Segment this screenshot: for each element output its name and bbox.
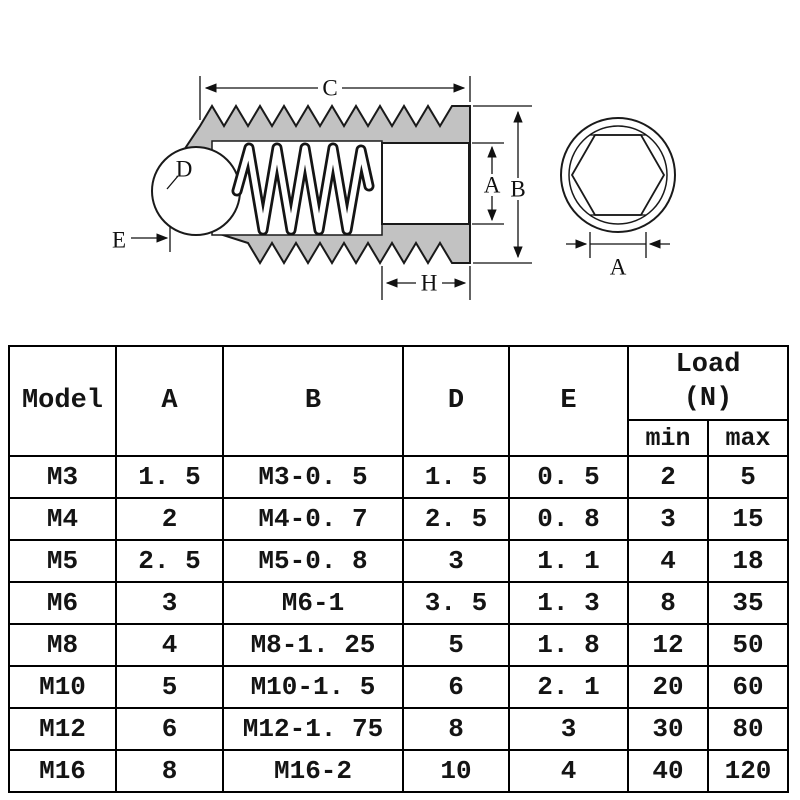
dimension-h: H	[381, 266, 471, 300]
plunger-ball	[151, 146, 241, 236]
cell-a: 2	[115, 497, 224, 541]
cell-b: M5-0. 8	[222, 539, 404, 583]
cell-e: 0. 5	[508, 455, 629, 499]
cell-load_max: 120	[707, 749, 789, 793]
cell-b: M3-0. 5	[222, 455, 404, 499]
cell-load_max: 80	[707, 707, 789, 751]
cell-load_min: 12	[627, 623, 709, 667]
cell-load_min: 3	[627, 497, 709, 541]
cell-b: M12-1. 75	[222, 707, 404, 751]
cell-model: M16	[8, 749, 117, 793]
cell-a: 8	[115, 749, 224, 793]
cell-d: 3. 5	[402, 581, 510, 625]
cell-e: 2. 1	[508, 665, 629, 709]
cell-model: M4	[8, 497, 117, 541]
cell-b: M10-1. 5	[222, 665, 404, 709]
cell-load_min: 2	[627, 455, 709, 499]
cell-model: M5	[8, 539, 117, 583]
cell-d: 3	[402, 539, 510, 583]
cell-e: 1. 3	[508, 581, 629, 625]
cell-e: 0. 8	[508, 497, 629, 541]
cell-load_max: 18	[707, 539, 789, 583]
cell-a: 6	[115, 707, 224, 751]
dimension-a-socket: A	[472, 142, 504, 225]
dim-label-a-end: A	[610, 255, 627, 280]
cell-load_max: 50	[707, 623, 789, 667]
col-header-max: max	[707, 419, 789, 457]
load-label-line1: Load	[675, 350, 741, 381]
cell-load_max: 35	[707, 581, 789, 625]
dim-label-a-socket: A	[484, 173, 501, 198]
dimension-a-end: A	[566, 232, 670, 280]
cell-load_min: 40	[627, 749, 709, 793]
cell-model: M3	[8, 455, 117, 499]
cell-d: 10	[402, 749, 510, 793]
cell-model: M8	[8, 623, 117, 667]
cell-d: 6	[402, 665, 510, 709]
hex-socket-hole	[381, 142, 470, 225]
cell-e: 1. 8	[508, 623, 629, 667]
cell-a: 2. 5	[115, 539, 224, 583]
cell-a: 3	[115, 581, 224, 625]
cell-b: M4-0. 7	[222, 497, 404, 541]
col-header-a: A	[115, 345, 224, 457]
cell-load_min: 4	[627, 539, 709, 583]
dim-label-e: E	[112, 228, 126, 253]
dim-label-b: B	[510, 177, 525, 202]
spring-coil-highlight	[234, 145, 372, 233]
col-header-e: E	[508, 345, 629, 457]
cell-model: M10	[8, 665, 117, 709]
dim-label-h: H	[421, 271, 438, 296]
cell-load_max: 60	[707, 665, 789, 709]
cell-d: 1. 5	[402, 455, 510, 499]
cell-load_max: 15	[707, 497, 789, 541]
cell-model: M12	[8, 707, 117, 751]
cell-load_min: 20	[627, 665, 709, 709]
dimension-b: B	[473, 105, 532, 264]
end-view-chamfer-circle	[568, 125, 668, 225]
cell-d: 8	[402, 707, 510, 751]
cell-e: 1. 1	[508, 539, 629, 583]
cell-load_min: 8	[627, 581, 709, 625]
col-header-d: D	[402, 345, 510, 457]
cell-a: 4	[115, 623, 224, 667]
cell-a: 5	[115, 665, 224, 709]
cell-b: M6-1	[222, 581, 404, 625]
col-header-load: Load (N)	[627, 345, 789, 421]
dim-label-d: D	[176, 157, 193, 182]
cell-d: 5	[402, 623, 510, 667]
dimension-e: E	[112, 226, 171, 253]
dimension-c: C	[199, 76, 471, 120]
cell-load_max: 5	[707, 455, 789, 499]
load-label-line2: (N)	[683, 384, 733, 414]
cell-a: 1. 5	[115, 455, 224, 499]
end-view	[560, 117, 676, 233]
cell-e: 3	[508, 707, 629, 751]
cell-b: M16-2	[222, 749, 404, 793]
technical-drawing: C B A H D E	[112, 76, 676, 300]
cell-model: M6	[8, 581, 117, 625]
cell-load_min: 30	[627, 707, 709, 751]
col-header-min: min	[627, 419, 709, 457]
dimension-d: D	[166, 157, 193, 190]
cell-d: 2. 5	[402, 497, 510, 541]
col-header-b: B	[222, 345, 404, 457]
col-header-model: Model	[8, 345, 117, 457]
cell-e: 4	[508, 749, 629, 793]
dim-label-c: C	[322, 76, 337, 101]
cell-b: M8-1. 25	[222, 623, 404, 667]
end-view-outer-circle	[560, 117, 676, 233]
